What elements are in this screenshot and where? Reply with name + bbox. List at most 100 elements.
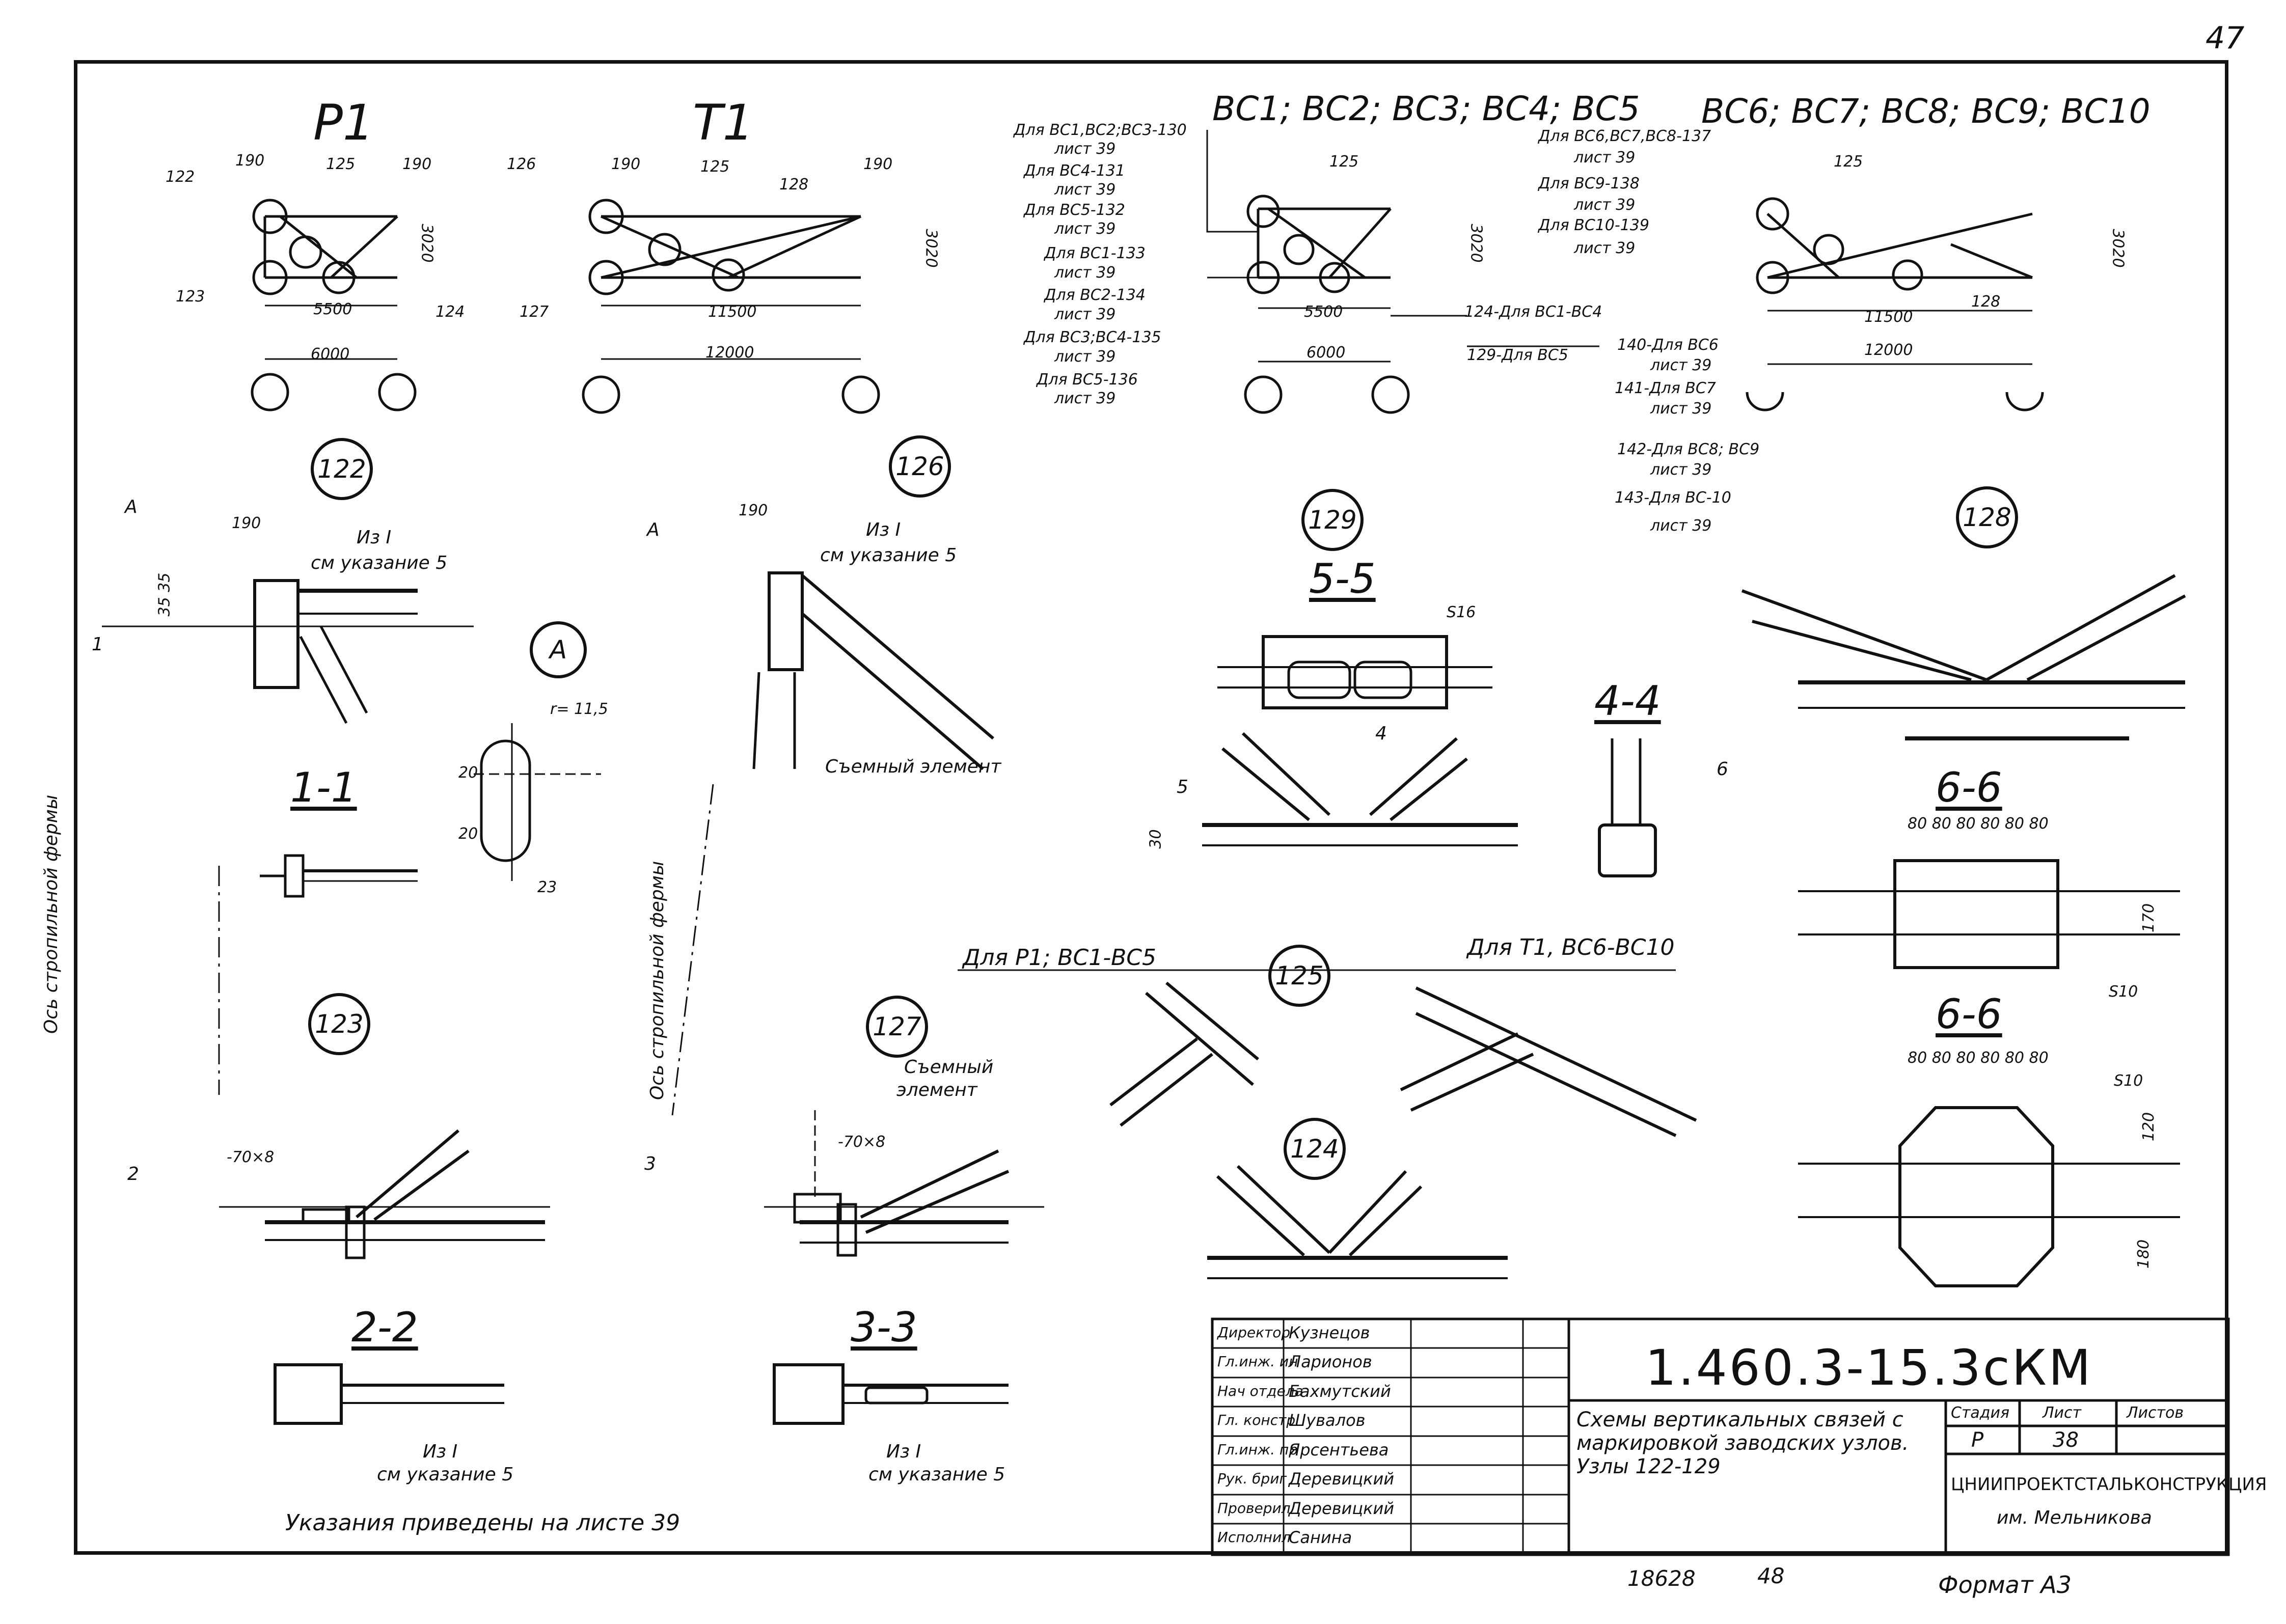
detail-128-lines	[1741, 574, 2186, 740]
bc1-5-ref: Для ВС1,ВС2;ВС3-130	[1014, 121, 1187, 139]
bc1-5-right-ref: 124-Для ВС1-ВС4	[1464, 303, 1602, 321]
plate-label-2: -70×8	[838, 1133, 886, 1151]
section-5-5-lines	[1202, 635, 1518, 846]
section-3-3-lines	[773, 1363, 1009, 1425]
bc6-10-ref: лист 39	[1574, 196, 1636, 214]
p1-dim: 5500	[313, 300, 352, 318]
bc6-10-ref: Для ВС10-139	[1538, 216, 1649, 234]
sheet-frame	[74, 60, 2228, 1555]
sheet-value: 38	[2053, 1428, 2079, 1452]
tb-name: Санина	[1289, 1528, 1352, 1547]
title-block-lines	[1211, 1317, 2230, 1556]
section-6-6b-title: 6-6	[1936, 990, 2002, 1038]
node-129: 129	[1301, 489, 1364, 551]
axis-truss-2: Ось стропильной фермы	[647, 861, 668, 1100]
t1-dim: 190	[863, 155, 893, 173]
scheme-t1-lines	[582, 199, 880, 414]
t1-dim: 11500	[708, 303, 757, 321]
tb-name: Бахмутский	[1289, 1382, 1391, 1401]
bc1-5-ref: Для ВС4-131	[1024, 162, 1125, 180]
stage-value: Р	[1971, 1428, 1984, 1452]
bc6-10-ref: Для ВС9-138	[1538, 175, 1640, 192]
node-122: 122	[311, 438, 373, 500]
bc1-5-ref: Для ВС1-133	[1044, 244, 1146, 262]
bc1-5-ref: лист 39	[1054, 220, 1116, 238]
node-127: 127	[866, 996, 928, 1058]
node-a: А	[530, 621, 587, 678]
node-124: 124	[1284, 1118, 1346, 1180]
p1-node: 122	[166, 168, 195, 186]
t1-dim: 125	[700, 158, 730, 176]
iz-i: Из I	[357, 527, 392, 548]
tb-role: Нач отдела	[1217, 1383, 1303, 1399]
weld-s10-a: S10	[2109, 983, 2138, 1001]
bc6-10-ref: лист 39	[1574, 149, 1636, 167]
bc6-10-ref: лист 39	[1574, 239, 1636, 257]
node-126: 126	[889, 435, 951, 498]
bc1-5-ref: лист 39	[1054, 264, 1116, 282]
bc1-5-ref: Для ВС5-132	[1024, 201, 1125, 219]
removable-3: элемент	[896, 1080, 977, 1100]
stage-label: Стадия	[1951, 1404, 2010, 1422]
tb-role: Гл.инж. ин	[1217, 1353, 1298, 1370]
dim-190-126: 190	[739, 502, 768, 519]
bc6-10-lower-ref: лист 39	[1650, 517, 1712, 535]
bc1-5-ref: Для ВС5-136	[1037, 371, 1138, 389]
detail-122-lines	[102, 579, 474, 1095]
removable-2: Съемный	[904, 1057, 994, 1078]
slot-dim-20a: 20	[458, 764, 478, 782]
weld-s10-b: S10	[2114, 1072, 2143, 1090]
inventory-number: 18628	[1627, 1566, 1696, 1591]
see-note-5: см указание 5	[311, 553, 448, 573]
see-note-5-3: см указание 5	[868, 1464, 1005, 1485]
dim-30: 30	[1147, 829, 1165, 849]
bc6-10-lower-ref: лист 39	[1650, 400, 1712, 418]
detail-127-lines	[764, 1110, 1044, 1257]
footer-number: 48	[1757, 1563, 1785, 1588]
bc1-5-dim: 5500	[1304, 303, 1343, 321]
bc6-10-dim: 3020	[2109, 229, 2127, 268]
tb-role: Проверил	[1217, 1500, 1291, 1517]
section-2-2-title: 2-2	[351, 1304, 418, 1351]
for-p1: Для Р1; ВС1-ВС5	[963, 945, 1156, 971]
bc6-10-lower-ref: 143-Для ВС-10	[1615, 489, 1731, 507]
dim-180: 180	[2135, 1239, 2153, 1269]
bc1-5-ref: лист 39	[1054, 390, 1116, 407]
slot-dim-20b: 20	[458, 825, 478, 843]
document-description: Схемы вертикальных связей с маркировкой …	[1576, 1408, 1909, 1478]
bc1-5-dim: 3020	[1467, 224, 1485, 263]
bc6-10-lower-ref: 142-Для ВС8; ВС9	[1617, 441, 1760, 458]
section-1-1-title: 1-1	[290, 764, 357, 811]
cut-3: 3	[644, 1153, 656, 1174]
scheme-bc1-5-title: ВС1; ВС2; ВС3; ВС4; ВС5	[1212, 89, 1640, 128]
t1-dim: 12000	[705, 344, 754, 362]
cut-6: 6	[1717, 759, 1728, 780]
bc6-10-lower-ref: 141-Для ВС7	[1615, 379, 1716, 397]
page-number: 47	[2206, 20, 2245, 56]
bc6-10-dim: 12000	[1864, 341, 1913, 359]
section-6-6a-title: 6-6	[1936, 764, 2002, 811]
p1-dim: 3020	[418, 224, 436, 263]
tb-name: Деревицкий	[1289, 1469, 1395, 1489]
iz-i-126: Из I	[866, 519, 901, 540]
slot-radius: r= 11,5	[550, 700, 608, 718]
dim-35: 35 35	[155, 572, 174, 617]
organization-sub: им. Мельникова	[1997, 1507, 2152, 1528]
detail-124-lines	[1207, 1165, 1508, 1279]
document-code: 1.460.3-15.3сКМ	[1645, 1339, 2093, 1396]
bc6-10-dim: 128	[1971, 293, 2001, 311]
iz-i-3: Из I	[886, 1441, 921, 1462]
detail-123-lines	[219, 1129, 550, 1259]
bc6-10-dim: 11500	[1864, 308, 1913, 326]
detail-126-lines	[671, 571, 994, 1116]
tb-name: Кузнецов	[1289, 1323, 1370, 1342]
section-4-4-lines	[1598, 738, 1657, 877]
t1-dim: 190	[611, 155, 641, 173]
see-note-5-2: см указание 5	[377, 1464, 514, 1485]
bc6-10-ref: Для ВС6,ВС7,ВС8-137	[1538, 127, 1711, 145]
tb-name: Шувалов	[1289, 1411, 1366, 1430]
node-128: 128	[1956, 486, 2018, 548]
removable-element: Съемный элемент	[825, 756, 1001, 777]
sheet-label: Лист	[2043, 1404, 2082, 1422]
scheme-bc1-5-lines	[1206, 130, 1599, 414]
